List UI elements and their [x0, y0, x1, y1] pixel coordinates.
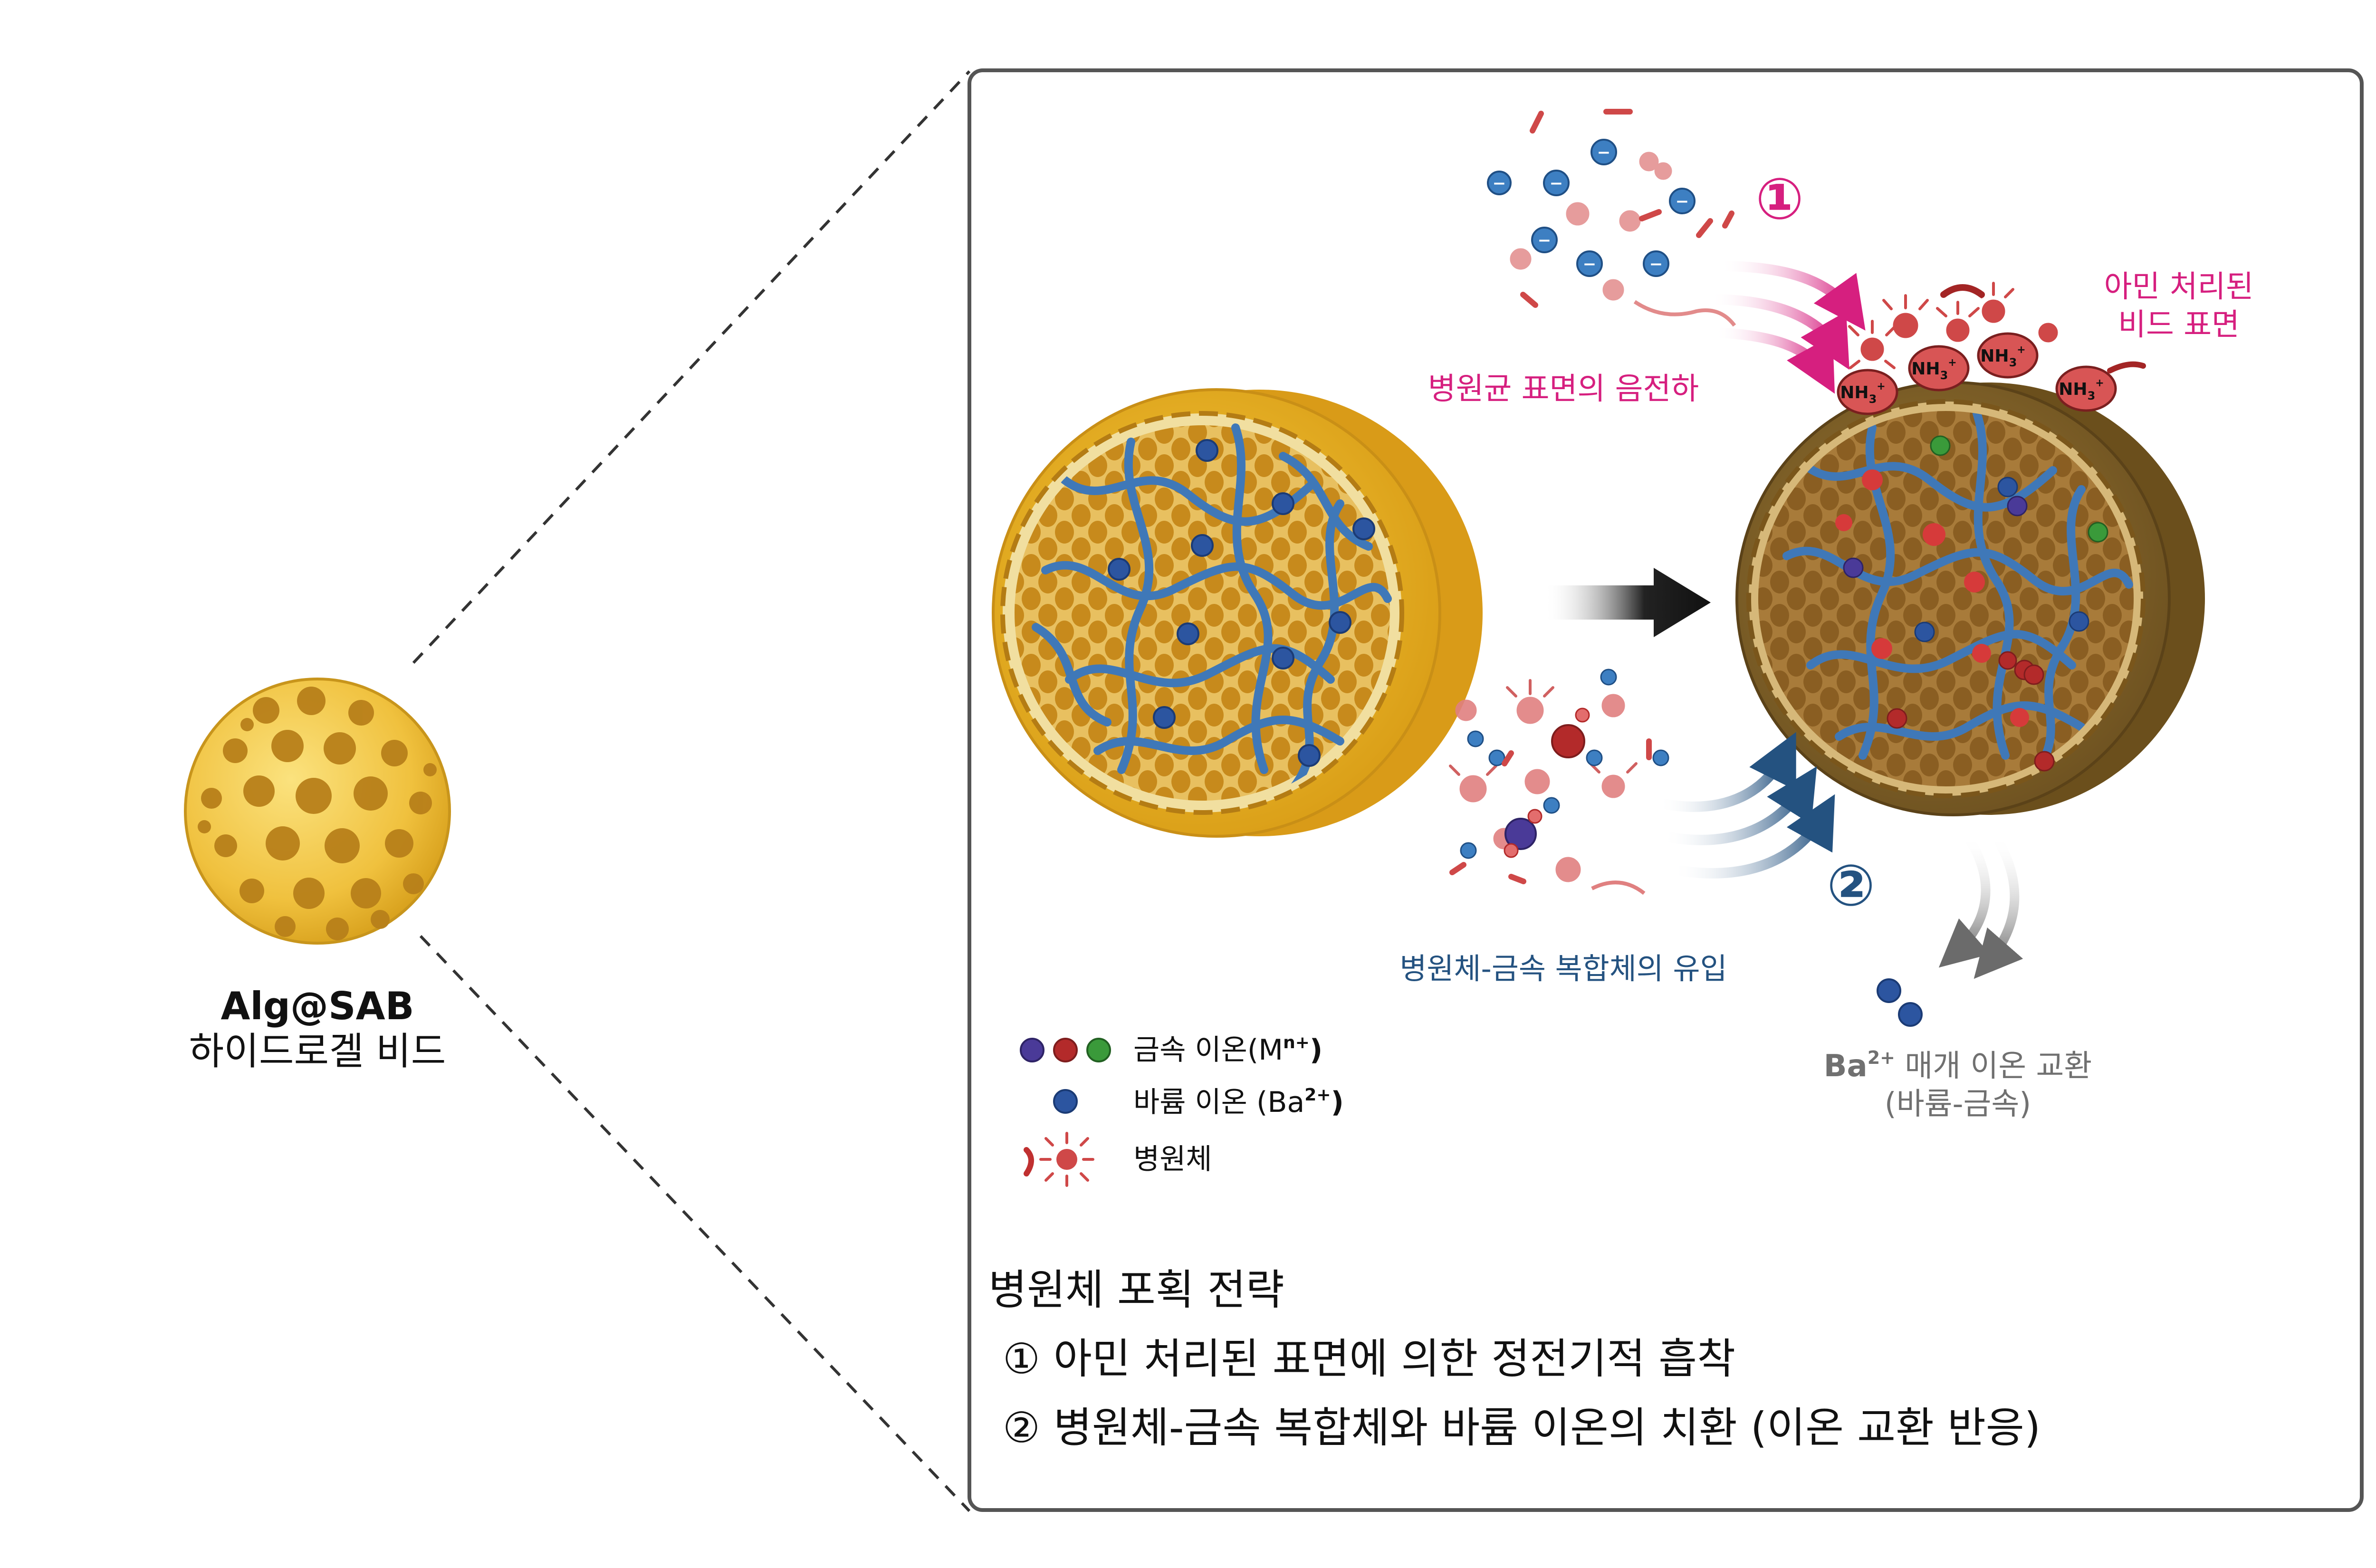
barium-ions-right	[1914, 477, 2089, 642]
step1-caption: 병원균 표면의 음전하	[1428, 372, 1699, 407]
porous-core	[1758, 411, 2134, 786]
svg-text:−: −	[1676, 192, 1689, 211]
step2-marker: ②	[1827, 853, 1875, 919]
bead-after	[1735, 381, 2205, 816]
barium-ions-left	[1108, 439, 1375, 767]
svg-text:NH3+: NH3+	[2059, 377, 2104, 402]
legend: 금속 이온(Mn+) 바륨 이온 (Ba2+) 병원체	[1020, 1033, 1344, 1187]
svg-text:−: −	[1493, 174, 1506, 193]
svg-text:−: −	[1538, 231, 1552, 250]
svg-text:−: −	[1583, 255, 1597, 274]
bead-name-label: Alg@SAB	[220, 984, 414, 1028]
metal-ions-purple-right	[1843, 496, 2028, 578]
svg-text:NH3+: NH3+	[1840, 381, 1885, 406]
metal-ions-red-right	[1887, 651, 2055, 772]
legend-barium-ion-icon	[1053, 1089, 1078, 1114]
transition-arrow	[1544, 568, 1711, 637]
negative-ions	[1487, 139, 1696, 277]
bead-before	[992, 388, 1483, 838]
exchange-label-line2: (바륨-금속)	[1885, 1087, 2031, 1122]
zoom-guide-line-bottom	[419, 935, 971, 1512]
released-barium-ions	[1877, 978, 1923, 1027]
amine-group-2: NH3+	[1908, 345, 1970, 392]
bead-pores	[198, 687, 437, 940]
svg-text:−: −	[1649, 255, 1663, 274]
amine-surface-label-line1: 아민 처리된	[2104, 269, 2254, 305]
legend-metal-ions-label: 금속 이온(Mn+)	[1133, 1033, 1322, 1067]
overview-bead	[184, 678, 451, 945]
strategy-item-1: ① 아민 처리된 표면에 의한 정전기적 흡착	[1003, 1334, 1735, 1383]
legend-pathogen-label: 병원체	[1133, 1143, 1212, 1176]
strategy-title: 병원체 포획 전략	[988, 1265, 1284, 1314]
exchange-label-line1: Ba2+ 매개 이온 교환	[1824, 1047, 2092, 1084]
legend-barium-ion-label: 바륨 이온 (Ba2+)	[1133, 1085, 1344, 1119]
amine-group-3: NH3+	[1977, 332, 2039, 379]
barium-release-arrows	[1938, 832, 2023, 979]
amine-group-4: NH3+	[2055, 365, 2117, 412]
legend-metal-ions-icon	[1020, 1038, 1111, 1062]
svg-text:−: −	[1550, 174, 1563, 193]
metal-ions-green-right	[1930, 435, 2108, 543]
step2-arrows	[1653, 732, 1835, 879]
step1-arrows	[1705, 261, 1866, 394]
legend-pathogen-icon	[1024, 1132, 1094, 1187]
amine-groups: NH3+ NH3+ NH3+ NH3+	[1837, 332, 2117, 415]
svg-text:NH3+: NH3+	[1911, 357, 1956, 382]
zoom-guide-line-top	[412, 70, 971, 664]
step2-caption: 병원체-금속 복합체의 유입	[1399, 951, 1727, 986]
amine-group-1: NH3+	[1837, 369, 1898, 415]
step2-complex-cluster	[1449, 669, 1669, 895]
surface-pathogens	[1848, 282, 2146, 373]
svg-text:−: −	[1597, 143, 1611, 162]
step1-pathogen-cluster: − − − − − − −	[1487, 109, 1736, 327]
captured-pathogens	[1835, 469, 2029, 727]
strategy-item-2: ② 병원체-금속 복합체와 바륨 이온의 치환 (이온 교환 반응)	[1003, 1403, 2041, 1452]
porous-core	[1015, 425, 1390, 801]
amine-surface-label-line2: 비드 표면	[2118, 307, 2240, 343]
bead-subtitle-label: 하이드로겔 비드	[189, 1029, 446, 1073]
svg-text:NH3+: NH3+	[1980, 344, 2025, 369]
step1-marker: ①	[1755, 166, 1804, 232]
